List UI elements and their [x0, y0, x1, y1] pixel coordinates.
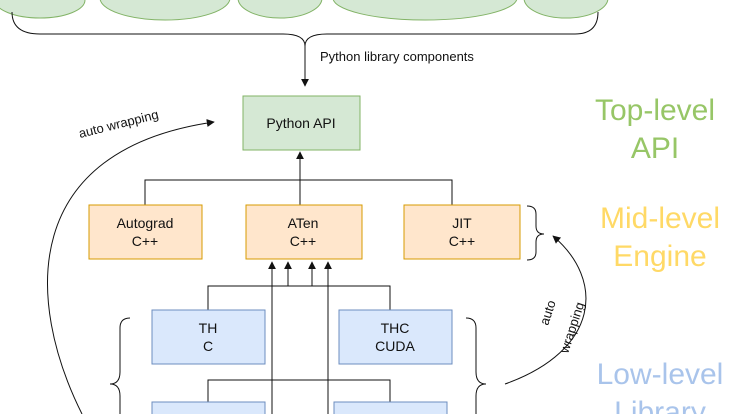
- auto-wrapping-left-curve: [47, 119, 215, 414]
- component-ellipse: [0, 0, 86, 19]
- tier-low-line1: Low-level: [597, 358, 724, 391]
- tier-mid-line1: Mid-level: [600, 202, 720, 235]
- th-label-line1: TH: [199, 320, 218, 336]
- low-level-box-cut: [151, 401, 266, 414]
- python-library-components-group: [0, 0, 609, 21]
- low-level-brace-right: [465, 317, 487, 414]
- python-api-box: [242, 95, 361, 151]
- th-label-line2: C: [203, 338, 213, 354]
- aten-label-line2: C++: [290, 233, 316, 249]
- jit-label-line1: JIT: [452, 215, 472, 231]
- auto-wrapping-right-label-2: wrapping: [556, 300, 587, 356]
- autograd-box: [88, 204, 203, 260]
- th-box: [151, 309, 266, 365]
- python-library-components-label: Python library components: [320, 49, 474, 64]
- low-level-brace-left: [109, 317, 131, 414]
- tier-top-line1: Top-level: [595, 94, 715, 127]
- component-ellipse: [237, 0, 323, 19]
- python-api-label: Python API: [266, 115, 335, 131]
- tier-mid-line2: Engine: [613, 240, 706, 273]
- component-ellipse: [99, 0, 231, 21]
- aten-label-line1: ATen: [288, 215, 319, 231]
- jit-box: [403, 204, 521, 260]
- tier-low-line2: Library: [614, 396, 706, 414]
- autograd-label-line2: C++: [132, 233, 158, 249]
- top-brace: [11, 11, 599, 47]
- mid-level-brace: [526, 205, 545, 261]
- low-level-connector-bottom: [207, 379, 391, 402]
- auto-wrapping-right-curve: [504, 235, 587, 385]
- auto-wrapping-left-label: auto wrapping: [77, 107, 160, 141]
- mid-level-connector: [144, 179, 453, 205]
- jit-label-line2: C++: [449, 233, 475, 249]
- thc-label-line2: CUDA: [375, 338, 415, 354]
- thc-box: [338, 309, 453, 365]
- autograd-label-line1: Autograd: [117, 215, 174, 231]
- thc-label-line1: THC: [381, 320, 410, 336]
- low-level-box-cut: [333, 401, 448, 414]
- tier-top-line2: API: [631, 132, 679, 165]
- auto-wrapping-right-label-1: auto: [537, 298, 559, 327]
- component-ellipse: [332, 0, 518, 21]
- component-ellipse: [523, 0, 609, 19]
- low-level-connector-top: [207, 285, 391, 310]
- aten-box: [245, 204, 363, 260]
